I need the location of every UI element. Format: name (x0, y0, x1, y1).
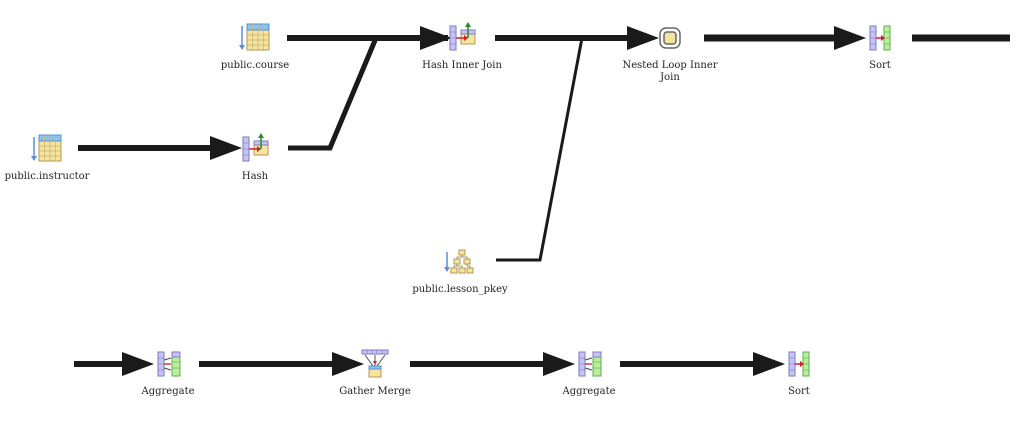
node-public-instructor[interactable]: public.instructor (0, 133, 107, 183)
arrowhead-gather-merge (332, 352, 364, 376)
hash-join-icon (444, 22, 480, 54)
sort-icon (862, 22, 898, 54)
sort-icon (781, 348, 817, 380)
node-label: public.lesson_pkey (412, 284, 508, 295)
node-gather-merge[interactable]: Gather Merge (315, 348, 435, 398)
node-label: public.instructor (4, 171, 90, 182)
node-label: Hash (241, 171, 269, 182)
table-scan-icon (237, 22, 273, 54)
node-sort-bottom[interactable]: Sort (739, 348, 859, 398)
node-sort-top[interactable]: Sort (820, 22, 940, 72)
arrowhead-sort-top (834, 26, 866, 50)
node-hash[interactable]: Hash (195, 133, 315, 183)
arrowhead-nested-loop (627, 26, 659, 50)
node-label: Gather Merge (339, 386, 411, 397)
arrowhead-aggregate-2 (543, 352, 575, 376)
node-label: Sort (869, 60, 891, 71)
node-hash-inner-join[interactable]: Hash Inner Join (402, 22, 522, 72)
node-label: Hash Inner Join (422, 60, 502, 71)
node-aggregate-1[interactable]: Aggregate (108, 348, 228, 398)
node-label: public.course (220, 60, 290, 71)
arrowhead-aggregate-1 (122, 352, 154, 376)
arrowhead-hash-join (420, 26, 452, 50)
node-public-lesson-pkey[interactable]: public.lesson_pkey (400, 246, 520, 296)
node-label: Sort (788, 386, 810, 397)
table-scan-icon (29, 133, 65, 165)
hash-icon (237, 133, 273, 165)
node-public-course[interactable]: public.course (195, 22, 315, 72)
node-aggregate-2[interactable]: Aggregate (529, 348, 649, 398)
node-label: Aggregate (141, 386, 195, 397)
arrowhead-sort-bottom (753, 352, 785, 376)
aggregate-icon (571, 348, 607, 380)
arrowhead-hash (210, 136, 242, 160)
node-label: Aggregate (562, 386, 616, 397)
node-label: Nested Loop Inner Join (622, 60, 718, 83)
index-scan-icon (442, 246, 478, 278)
node-nested-loop-inner-join[interactable]: Nested Loop Inner Join (610, 22, 730, 84)
aggregate-icon (150, 348, 186, 380)
nested-loop-icon (652, 22, 688, 54)
edge-hash-to-hash-join (288, 37, 379, 151)
edge-lesson-pkey-to-nested-loop (496, 37, 584, 262)
gather-merge-icon (357, 348, 393, 380)
